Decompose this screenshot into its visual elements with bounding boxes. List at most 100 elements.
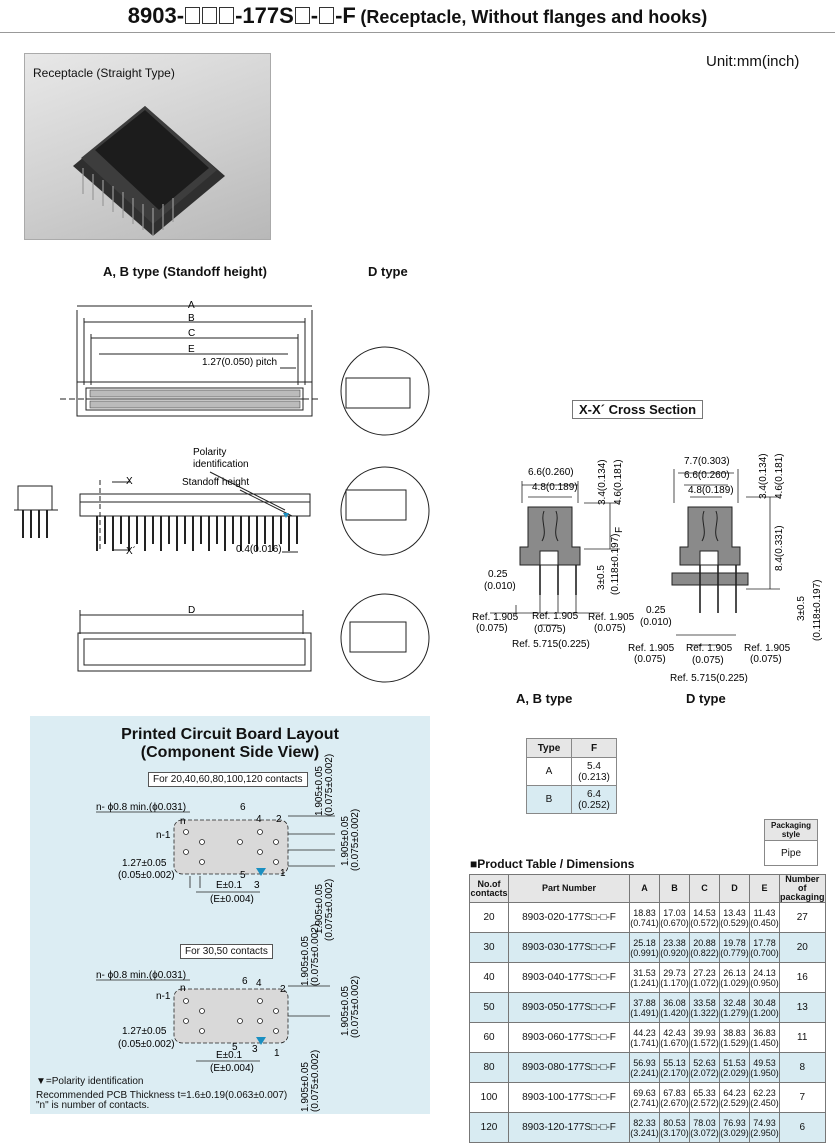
polarity-note: ▼=Polarity identification <box>36 1076 144 1087</box>
connector-photo-illustration <box>73 106 225 236</box>
cs-t025: 0.25 <box>488 569 508 580</box>
cs-d-h46: 4.6(0.181) <box>774 453 785 499</box>
cs-d-t025: 0.25 <box>646 605 666 616</box>
pcb2-hole-label: n- ϕ0.8 min.(ϕ0.031) <box>96 970 186 981</box>
d-type-bottom-label: D type <box>686 691 726 706</box>
f-dimension-table: Type F A 5.4(0.213) B 6.4(0.252) <box>526 738 617 814</box>
cs-ref2b: (0.075) <box>534 624 566 635</box>
cs-d-ref3: Ref. 1.905 <box>744 643 791 654</box>
pcb2-p127: 1.27±0.05 <box>122 1026 167 1037</box>
placeholder-box <box>219 7 235 24</box>
cs-d-ref1b: (0.075) <box>634 654 666 665</box>
unit-label: Unit:mm(inch) <box>706 53 800 70</box>
cs-w77: 7.7(0.303) <box>684 456 730 467</box>
placeholder-box <box>185 7 201 24</box>
cs-d-t025b: (0.010) <box>640 617 672 628</box>
cs-t025b: (0.010) <box>484 581 516 592</box>
packaging-value: Pipe <box>764 840 818 866</box>
pcb2-pin-3: 3 <box>252 1044 258 1055</box>
placeholder-box <box>202 7 218 24</box>
pcb-pin-1: 1 <box>280 868 286 879</box>
pcb-pin-5: 5 <box>240 870 246 881</box>
pcb-v1905-a: 1.905±0.05 <box>314 766 325 816</box>
dim-d: D <box>188 605 195 616</box>
pcb2-n1-label: n-1 <box>156 991 171 1002</box>
pcb2-v1905-a: 1.905±0.05 <box>300 936 311 986</box>
table-row: A 5.4(0.213) <box>526 757 617 786</box>
cs-h34: 3.4(0.134) <box>597 459 608 505</box>
cs-ref3b: (0.075) <box>594 623 626 634</box>
pcb2-pin-1: 1 <box>274 1048 280 1059</box>
cs-w66: 6.6(0.260) <box>528 467 574 478</box>
pitch-label: 1.27(0.050) pitch <box>202 357 277 368</box>
cs-h84: 8.4(0.331) <box>774 525 785 571</box>
f-table-header-type: Type <box>526 738 572 758</box>
f-table-header-f: F <box>571 738 617 758</box>
pcb-p127b: (0.05±0.002) <box>118 870 175 881</box>
cs-ref1: Ref. 1.905 <box>472 612 519 623</box>
pcb-pin-2: 2 <box>276 814 282 825</box>
cs-h46: 4.6(0.181) <box>613 459 624 505</box>
pcb-e: E±0.1 <box>216 880 242 891</box>
pcb2-pin-6: 6 <box>242 976 248 987</box>
pcb2-e: E±0.1 <box>216 1050 242 1061</box>
standoff-label: Standoff height <box>182 477 249 488</box>
pcb2-p127b: (0.05±0.002) <box>118 1039 175 1050</box>
product-table-title: ■Product Table / Dimensions <box>470 857 635 871</box>
title-description: (Receptacle, Without flanges and hooks) <box>360 7 708 27</box>
pcb-v1905b-a: (0.075±0.002) <box>324 754 335 816</box>
cs-d-ref2b: (0.075) <box>692 655 724 666</box>
placeholder-box <box>294 7 310 24</box>
pcb-title: Printed Circuit Board Layout (Component … <box>121 726 339 761</box>
dim-04: 0.4(0.016) <box>236 544 282 555</box>
cs-ref3: Ref. 1.905 <box>588 612 635 623</box>
pcb2-pin-4: 4 <box>256 978 262 989</box>
cross-section-drawing: 6.6(0.260) 4.8(0.189) 3.4(0.134) 4.6(0.1… <box>472 453 823 684</box>
product-photo: Receptacle (Straight Type) <box>24 53 271 240</box>
table-row: B 6.4(0.252) <box>526 785 617 814</box>
cs-d-p3b: (0.118±0.197) <box>812 580 823 641</box>
cross-section-title: X-X´ Cross Section <box>572 400 704 419</box>
dim-b: B <box>188 313 195 324</box>
thickness-note: Recommended PCB Thickness t=1.6±0.19(0.0… <box>36 1090 288 1101</box>
cs-d-w66: 6.6(0.260) <box>684 470 730 481</box>
connector-drawings: A B C E 1.27(0.050) pitch Polarity ident… <box>14 300 430 683</box>
cs-p3: 3±0.5 <box>596 565 607 590</box>
cs-d-ref5715: Ref. 5.715(0.225) <box>670 673 748 684</box>
pcb2-pin-2: 2 <box>280 984 286 995</box>
pcb-box2-label: For 30,50 contacts <box>180 944 273 959</box>
pcb-pin-3: 3 <box>254 880 260 891</box>
pcb2-v1905b-c: (0.075±0.002) <box>310 1050 321 1112</box>
placeholder-box <box>319 7 335 24</box>
pcb2-v1905-c: 1.905±0.05 <box>300 1062 311 1112</box>
polarity-label: Polarity <box>193 447 226 458</box>
cs-p3b: (0.118±0.197) <box>610 534 621 595</box>
n-note: "n" is number of contacts. <box>36 1100 150 1111</box>
cs-ref1b: (0.075) <box>476 623 508 634</box>
pcb-v1905-b: 1.905±0.05 <box>340 816 351 866</box>
x-label: X <box>126 476 133 487</box>
pcb-pin-4: 4 <box>256 814 262 825</box>
pcb2-pin-5: 5 <box>232 1042 238 1053</box>
table-header-row: No.of contacts Part Number A B C D E Num… <box>469 874 826 903</box>
identification-label: identification <box>193 459 249 470</box>
pcb2-v1905b-a: (0.075±0.002) <box>310 924 321 986</box>
dim-c: C <box>188 328 195 339</box>
cs-d-w48: 4.8(0.189) <box>688 485 734 496</box>
cs-d-ref2: Ref. 1.905 <box>686 643 733 654</box>
cs-ref5715: Ref. 5.715(0.225) <box>512 639 590 650</box>
pcb-n1-label: n-1 <box>156 830 171 841</box>
pcb2-eb: (E±0.004) <box>210 1063 254 1074</box>
ab-type-label: A, B type (Standoff height) <box>103 264 267 279</box>
pcb-p127: 1.27±0.05 <box>122 858 167 869</box>
cs-d-p3: 3±0.5 <box>796 596 807 621</box>
